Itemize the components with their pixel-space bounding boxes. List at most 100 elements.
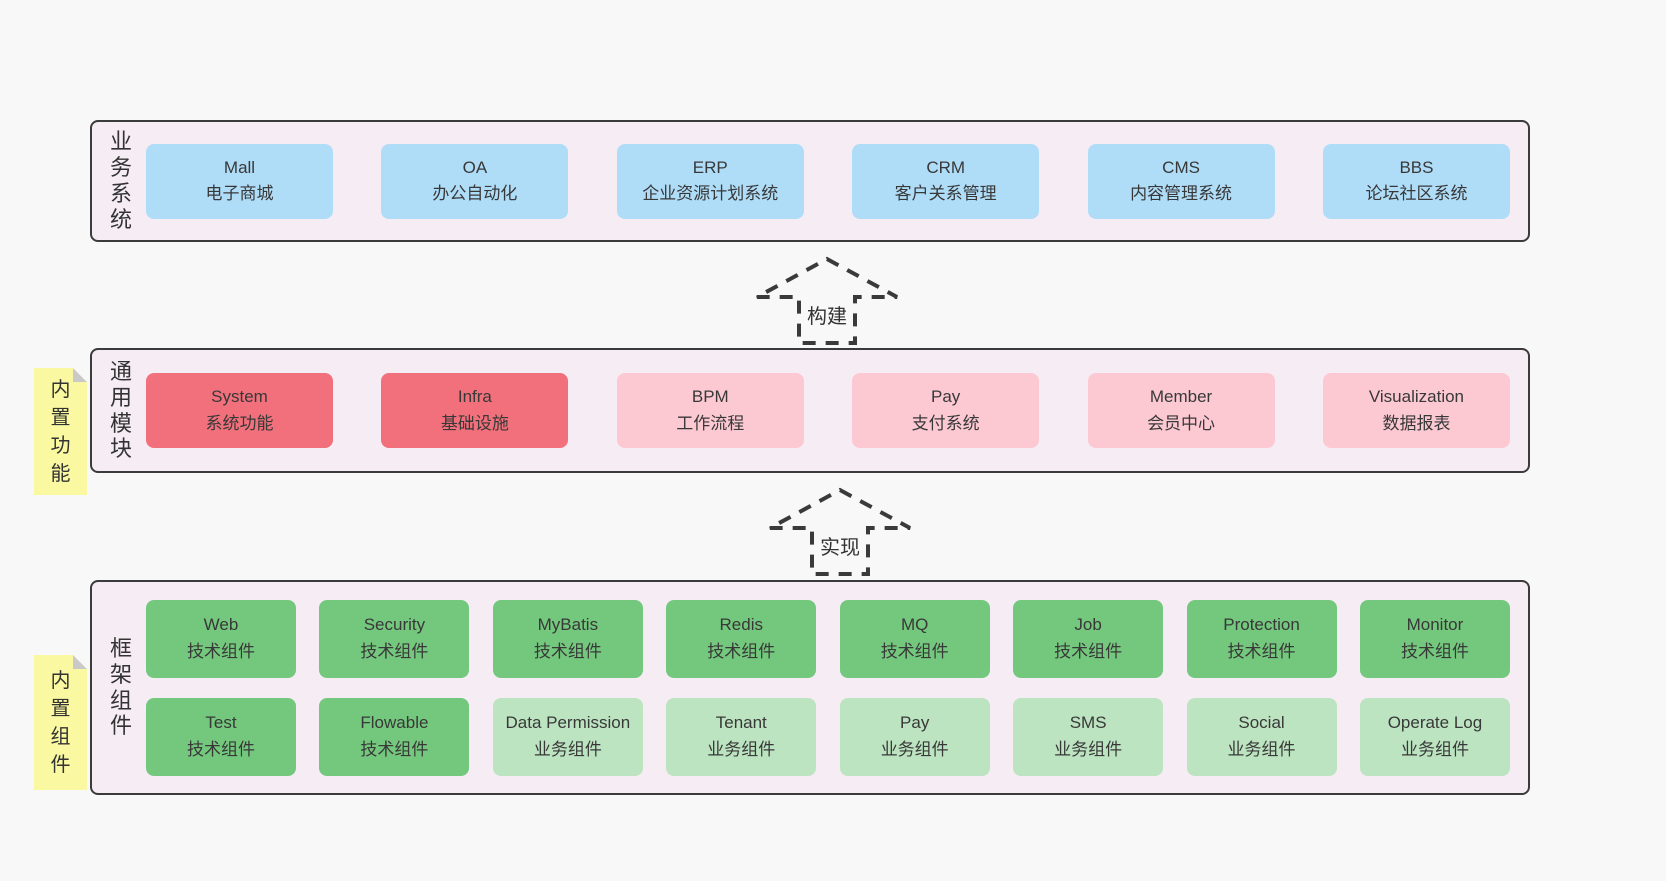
box-name: Tenant <box>715 713 767 733</box>
framework-row-2: Test 技术组件 Flowable 技术组件 Data Permission … <box>146 697 1510 776</box>
box-name: Web <box>203 615 239 635</box>
box-mybatis: MyBatis 技术组件 <box>492 599 643 678</box>
box-protection: Protection 技术组件 <box>1186 599 1337 678</box>
box-name: ERP <box>692 157 728 177</box>
box-name: MyBatis <box>537 615 599 635</box>
box-monitor: Monitor 技术组件 <box>1359 599 1510 678</box>
box-job: Job 技术组件 <box>1013 599 1164 678</box>
box-name: Visualization <box>1368 387 1465 407</box>
layer-label-business: 业务系统 <box>109 129 132 232</box>
box-subtitle: 办公自动化 <box>432 184 518 203</box>
box-subtitle: 业务组件 <box>880 739 949 759</box>
folded-corner-icon <box>73 655 87 669</box>
box-name: Infra <box>457 387 492 407</box>
box-subtitle: 电子商城 <box>205 184 274 203</box>
box-name: BBS <box>1399 157 1434 177</box>
box-subtitle: 业务组件 <box>707 739 776 759</box>
box-name: Data Permission <box>505 713 631 733</box>
box-name: OA <box>462 157 488 177</box>
folded-corner-icon <box>73 368 87 382</box>
box-name: Social <box>1238 713 1285 733</box>
box-subtitle: 业务组件 <box>1227 739 1296 759</box>
box-subtitle: 系统功能 <box>205 413 274 433</box>
box-subtitle: 技术组件 <box>1400 641 1469 661</box>
box-subtitle: 技术组件 <box>880 641 949 661</box>
box-subtitle: 客户关系管理 <box>894 184 997 203</box>
box-name: System <box>211 387 268 407</box>
box-infra: Infra 基础设施 <box>381 373 569 448</box>
arrow-implement-label: 实现 <box>817 531 863 560</box>
tag-built-in-features: 内置功能 <box>34 368 87 495</box>
box-redis: Redis 技术组件 <box>666 599 817 678</box>
box-name: Pay <box>900 713 930 733</box>
box-name: Monitor <box>1406 615 1464 635</box>
dashed-up-arrow-icon <box>769 487 911 576</box>
layer-framework-components: 框架组件 Web 技术组件 Security 技术组件 MyBatis 技术组件… <box>90 580 1530 795</box>
tag-built-in-components: 内置组件 <box>34 655 87 790</box>
box-member: Member 会员中心 <box>1087 373 1275 448</box>
box-subtitle: 工作流程 <box>676 413 745 433</box>
box-subtitle: 技术组件 <box>360 739 429 759</box>
layer-label-common: 通用模块 <box>109 358 132 462</box>
arrow-build-label: 构建 <box>804 300 850 329</box>
layer-business-systems: 业务系统 Mall 电子商城 OA 办公自动化 ERP 企业资源计划系统 CRM… <box>90 120 1530 242</box>
box-name: Operate Log <box>1387 713 1483 733</box>
box-name: MQ <box>900 615 929 635</box>
dashed-up-arrow-icon <box>756 256 898 345</box>
tag-label: 内置功能 <box>50 378 71 485</box>
box-name: Redis <box>719 615 763 635</box>
box-operate-log: Operate Log 业务组件 <box>1359 697 1510 776</box>
arrow-build: 构建 <box>752 256 902 346</box>
box-subtitle: 会员中心 <box>1147 413 1216 433</box>
box-name: Mall <box>223 157 256 177</box>
box-subtitle: 技术组件 <box>533 641 602 661</box>
box-erp: ERP 企业资源计划系统 <box>616 143 804 219</box>
box-subtitle: 业务组件 <box>1400 739 1469 759</box>
box-data-permission: Data Permission 业务组件 <box>492 697 643 776</box>
arrow-implement: 实现 <box>765 487 915 577</box>
box-cms: CMS 内容管理系统 <box>1087 143 1275 219</box>
box-system: System 系统功能 <box>146 373 333 448</box>
box-name: Job <box>1074 615 1102 635</box>
box-subtitle: 基础设施 <box>440 413 509 433</box>
box-test: Test 技术组件 <box>146 697 296 776</box>
box-name: CMS <box>1162 157 1200 177</box>
common-boxes-row: System 系统功能 Infra 基础设施 BPM 工作流程 Pay 支付系统… <box>134 373 1528 448</box>
box-subtitle: 技术组件 <box>1227 641 1296 661</box>
box-subtitle: 技术组件 <box>707 641 776 661</box>
box-name: Flowable <box>360 713 429 733</box>
box-name: BPM <box>691 387 729 407</box>
framework-boxes-grid: Web 技术组件 Security 技术组件 MyBatis 技术组件 Redi… <box>134 599 1528 776</box>
box-bbs: BBS 论坛社区系统 <box>1322 143 1510 219</box>
box-crm: CRM 客户关系管理 <box>852 143 1040 219</box>
box-subtitle: 业务组件 <box>533 739 602 759</box>
box-tenant: Tenant 业务组件 <box>666 697 817 776</box>
box-name: Member <box>1149 387 1213 407</box>
box-subtitle: 技术组件 <box>360 641 429 661</box>
box-mq: MQ 技术组件 <box>839 599 990 678</box>
box-subtitle: 数据报表 <box>1382 413 1451 433</box>
box-name: CRM <box>926 157 966 177</box>
business-boxes-row: Mall 电子商城 OA 办公自动化 ERP 企业资源计划系统 CRM 客户关系… <box>134 143 1528 219</box>
box-mall: Mall 电子商城 <box>146 143 333 219</box>
layer-label-framework: 框架组件 <box>109 635 132 739</box>
box-social: Social 业务组件 <box>1186 697 1337 776</box>
box-sms: SMS 业务组件 <box>1013 697 1164 776</box>
box-subtitle: 技术组件 <box>187 739 255 759</box>
box-subtitle: 技术组件 <box>1054 641 1123 661</box>
layer-common-modules: 通用模块 System 系统功能 Infra 基础设施 BPM 工作流程 Pay… <box>90 348 1530 473</box>
box-pay-component: Pay 业务组件 <box>839 697 990 776</box>
box-oa: OA 办公自动化 <box>381 143 569 219</box>
box-name: Security <box>363 615 426 635</box>
box-subtitle: 业务组件 <box>1054 739 1123 759</box>
box-subtitle: 内容管理系统 <box>1130 184 1233 203</box>
box-visualization: Visualization 数据报表 <box>1322 373 1510 448</box>
box-name: SMS <box>1069 713 1107 733</box>
box-flowable: Flowable 技术组件 <box>319 697 470 776</box>
box-subtitle: 技术组件 <box>187 641 255 661</box>
box-subtitle: 支付系统 <box>911 413 980 433</box>
box-subtitle: 企业资源计划系统 <box>642 184 779 203</box>
box-security: Security 技术组件 <box>319 599 470 678</box>
box-pay-system: Pay 支付系统 <box>852 373 1040 448</box>
